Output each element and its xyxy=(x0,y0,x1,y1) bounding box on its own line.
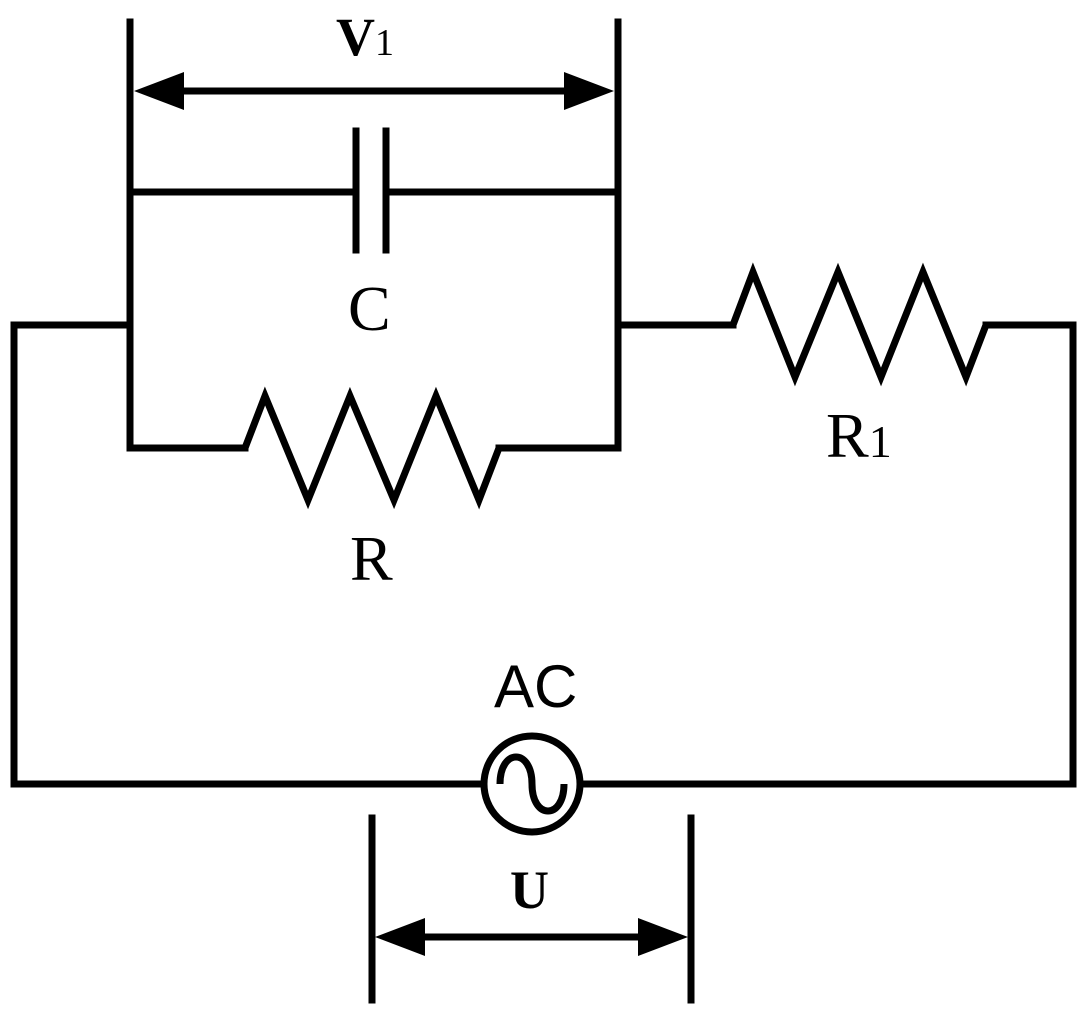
v1-arrowhead-left xyxy=(134,72,184,110)
resistor1-label: R1 xyxy=(826,400,892,471)
main-loop-wiring xyxy=(10,321,1077,788)
u-measurement-arrow xyxy=(368,814,695,1004)
u-arrowhead-right xyxy=(638,918,688,956)
v1-arrowhead-right xyxy=(564,72,614,110)
u-arrowhead-left xyxy=(375,918,425,956)
resistor-label: R xyxy=(350,523,393,594)
left-loop-wire xyxy=(10,321,485,788)
resistor-r-zigzag xyxy=(241,386,503,510)
ac-source-label: AC xyxy=(494,653,577,720)
capacitor-label: C xyxy=(348,273,391,344)
v1-measurement-arrow xyxy=(134,72,614,110)
resistor-r1-zigzag xyxy=(729,262,990,387)
ac-source-icon xyxy=(480,732,584,836)
v1-label: V1 xyxy=(336,7,394,67)
right-loop-wire xyxy=(579,321,1077,788)
parallel-block xyxy=(126,18,622,510)
u-label: U xyxy=(510,860,549,920)
